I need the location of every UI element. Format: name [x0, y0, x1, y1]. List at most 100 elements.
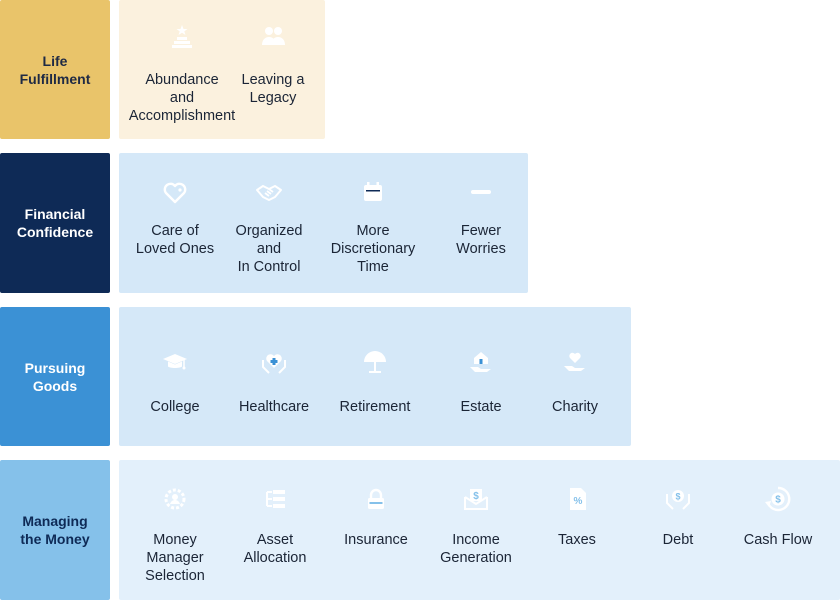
- asset-list-badge: [251, 475, 299, 523]
- goal-label-line: Retirement: [339, 399, 411, 415]
- tax-document-badge: %: [553, 475, 601, 523]
- tier-managing-the-money: Managing the Money: [0, 460, 110, 600]
- goal-label: Charity: [515, 398, 635, 416]
- tier-label-line: Confidence: [16, 224, 94, 240]
- award-podium-badge: [158, 12, 206, 60]
- manager-gear-icon: [164, 488, 186, 510]
- handshake-badge: [245, 168, 293, 216]
- goal-item: College: [115, 338, 235, 416]
- goal-item: $ Cash Flow: [718, 475, 838, 549]
- heart-icon: [163, 182, 187, 204]
- manager-gear-badge: [151, 475, 199, 523]
- cash-flow-badge: $: [754, 475, 802, 523]
- goal-label-line: Fewer: [460, 223, 502, 239]
- panel-life-fulfillment: [119, 0, 325, 139]
- goal-label-line: Money: [153, 532, 197, 548]
- goal-label-line: Organized: [235, 223, 303, 239]
- goal-label-line: Income: [452, 532, 500, 548]
- award-podium-icon: [172, 25, 192, 48]
- minus-icon: [471, 190, 491, 194]
- goal-item: Estate: [421, 338, 541, 416]
- goal-item: $ Debt: [618, 475, 738, 549]
- house-hand-icon: [470, 352, 491, 372]
- calendar-icon: [364, 182, 382, 201]
- goal-label-line: Discretionary: [330, 241, 416, 257]
- goal-label-line: Debt: [662, 532, 694, 548]
- goal-label-line: Manager: [146, 550, 204, 566]
- asset-list-icon: [266, 490, 285, 508]
- lock-badge: [352, 475, 400, 523]
- goal-label-line: Healthcare: [238, 399, 310, 415]
- goal-label-line: More: [356, 223, 390, 239]
- lock-icon: [368, 488, 384, 509]
- goal-label-line: Accomplishment: [128, 108, 236, 124]
- graduation-cap-icon: [163, 354, 187, 370]
- tier-label-line: Life: [42, 52, 68, 69]
- heart-badge: [151, 168, 199, 216]
- goal-label-line: Insurance: [344, 532, 408, 548]
- goal-item: Care of Loved Ones: [115, 168, 235, 258]
- calendar-badge: [349, 168, 397, 216]
- goal-label-line: Allocation: [243, 550, 307, 566]
- cash-flow-icon: $: [765, 486, 791, 512]
- goal-label-line: Worries: [456, 241, 506, 257]
- goal-label-line: Estate: [460, 399, 502, 415]
- goal-label-line: Cash Flow: [743, 532, 813, 548]
- handshake-icon: [256, 185, 282, 201]
- goal-label-line: Loved Ones: [135, 241, 215, 257]
- heart-hand-icon: [564, 352, 585, 371]
- heart-hand-badge: [551, 338, 599, 386]
- goal-label-line: College: [150, 399, 200, 415]
- goal-label-line: and: [169, 90, 195, 106]
- panel-pursuing-goods: [119, 307, 631, 446]
- goal-label-line: Asset: [256, 532, 294, 548]
- goal-item: Insurance: [316, 475, 436, 549]
- svg-text:$: $: [775, 495, 781, 506]
- tier-label-line: Managing: [22, 513, 88, 529]
- goal-label-line: Care of: [151, 223, 199, 239]
- goal-label-line: Legacy: [249, 90, 297, 106]
- tier-label-line: Goods: [32, 377, 78, 394]
- people-icon: [262, 27, 285, 45]
- goal-label: Insurance: [316, 531, 436, 549]
- tier-label-line: the Money: [20, 531, 90, 547]
- tier-label-line: Financial: [24, 206, 86, 222]
- goal-label-line: and: [256, 241, 282, 257]
- minus-badge: [457, 168, 505, 216]
- goal-label: Debt: [618, 531, 738, 549]
- income-envelope-badge: $: [452, 475, 500, 523]
- svg-text:%: %: [574, 496, 583, 507]
- goal-label: Care of Loved Ones: [115, 222, 235, 258]
- goal-label: Retirement: [315, 398, 435, 416]
- goal-label-line: Charity: [552, 399, 598, 415]
- goal-label-line: Time: [357, 259, 389, 275]
- goal-item: Charity: [515, 338, 635, 416]
- tier-label-line: Pursuing: [24, 359, 86, 376]
- svg-text:$: $: [675, 492, 680, 502]
- debt-hand-coin-badge: $: [654, 475, 702, 523]
- goal-item: %Taxes: [517, 475, 637, 549]
- goal-label-line: Selection: [145, 568, 205, 584]
- umbrella-badge: [351, 338, 399, 386]
- goal-label-line: Abundance: [145, 72, 219, 88]
- healthcare-hands-icon: [262, 354, 286, 374]
- panel-financial-confidence: [119, 153, 528, 293]
- goal-item: Retirement: [315, 338, 435, 416]
